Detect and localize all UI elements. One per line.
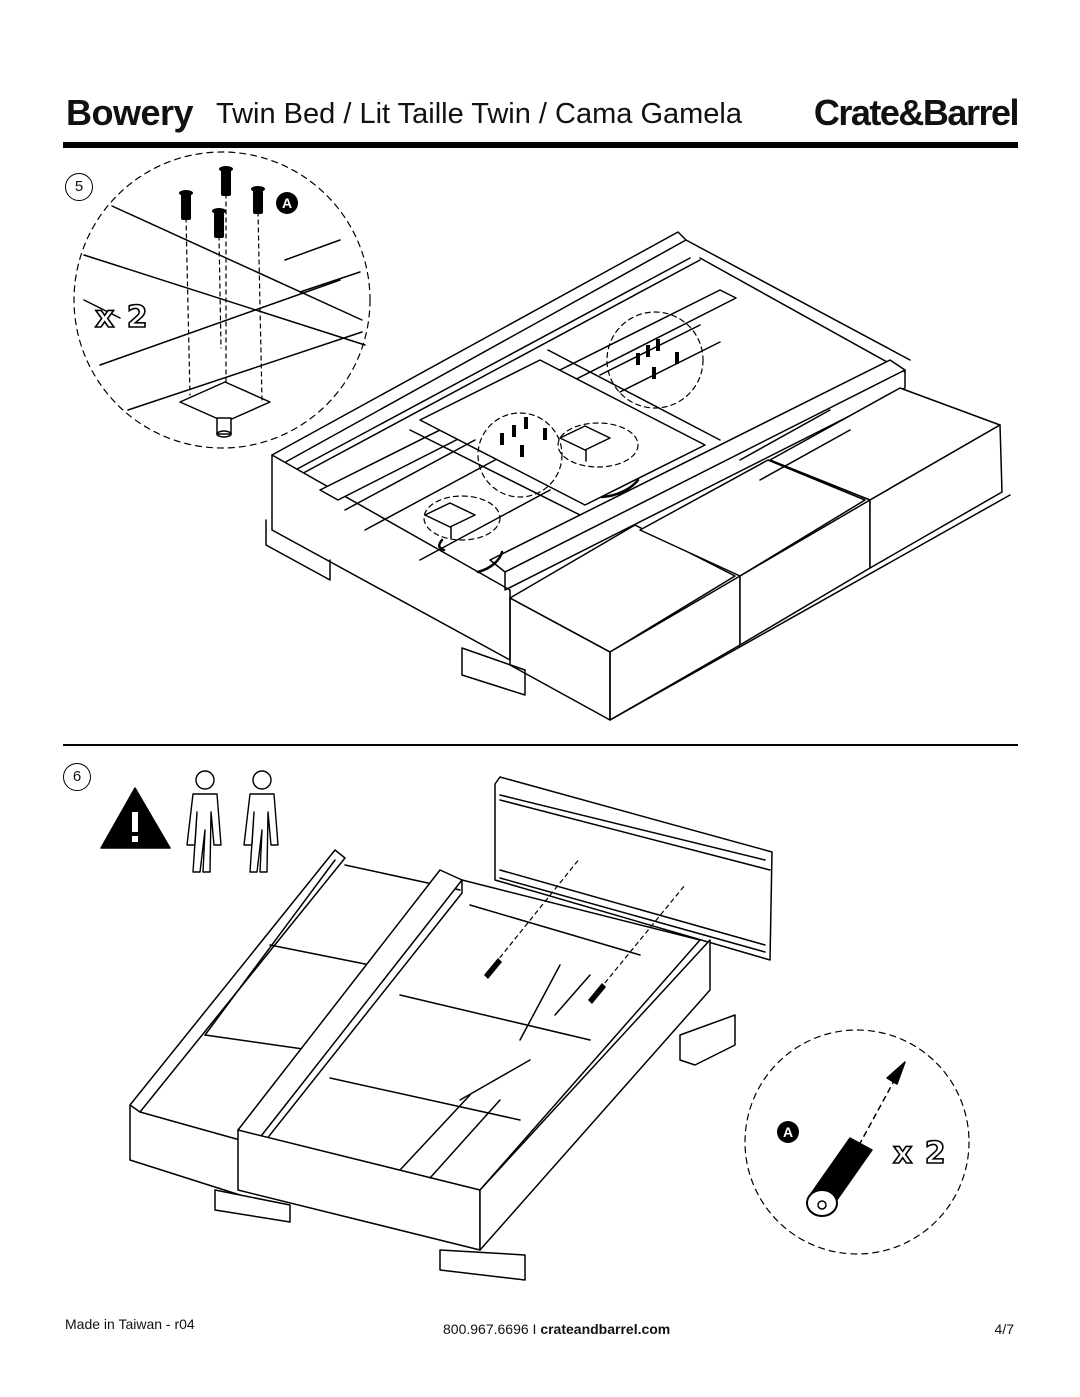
brand-logo: Crate&Barrel [813,92,1020,133]
product-subtitle: Twin Bed / Lit Taille Twin / Cama Gamela [216,98,742,130]
step-5-detail-circle [73,151,371,449]
step-6-number: 6 [63,763,91,791]
step-6-guide-lines [489,857,686,996]
footer-website[interactable]: crateandbarrel.com [540,1321,671,1337]
step-5-bed-frame [265,231,1011,721]
step-5-detail-callouts [423,311,704,541]
step-5-number: 5 [65,173,93,201]
step-5-brackets [424,425,611,539]
step-6-part-badge: A [777,1121,799,1143]
footer-made-in: Made in Taiwan - r04 [65,1316,195,1332]
step-6-bed-frame [129,849,736,1281]
two-person-icon [186,770,279,873]
headboard-panel [494,776,773,961]
screw-icon [806,1137,873,1217]
header-divider [63,142,1018,148]
footer-contact: 800.967.6696 I crateandbarrel.com [443,1321,670,1337]
page-header: Bowery Twin Bed / Lit Taille Twin / Cama… [66,92,1020,142]
step-6-quantity: x 2 [892,1135,947,1172]
step-5-frame-screws [500,339,679,457]
step-5-quantity: x 2 [94,299,149,336]
step-6-frame-screws [484,958,606,1004]
rotate-arrow-icon [438,478,640,574]
warning-icon [100,787,171,849]
footer-phone: 800.967.6696 [443,1321,529,1337]
product-name: Bowery [66,92,194,133]
step-divider [63,744,1018,746]
page-number: 4/7 [994,1321,1014,1337]
screw-icon [179,166,265,238]
step-5-part-badge: A [276,192,298,214]
footer-separator: I [532,1321,537,1337]
